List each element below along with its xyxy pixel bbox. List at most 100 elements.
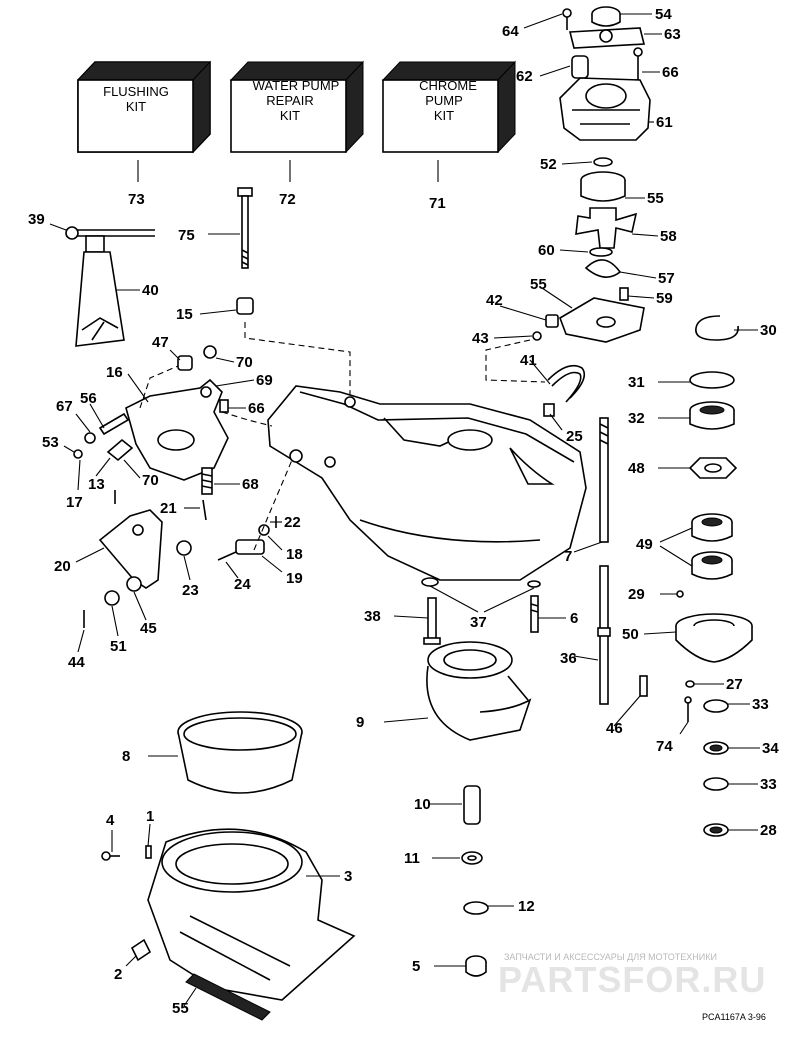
link-18 [98,509,163,589]
kit-box-chrome-pump: CHROME PUMP KIT [381,60,517,154]
callout-54: 54 [655,6,672,23]
spacer-15 [177,355,193,371]
watermark-logo: PARTSFOR.RU [498,959,766,1000]
callout-68: 21 [160,500,177,517]
callout-41: 41 [520,352,537,369]
pump-housing-61 [559,77,651,141]
screw-23 [217,551,237,561]
callout-55-plate: 55 [530,276,547,293]
bearing-49-top [691,513,733,542]
washer-19 [104,590,120,606]
callout-70: 16 [106,364,123,381]
washer-20 [176,540,192,556]
oring-31 [689,371,735,389]
watermark: ЗАПЧАСТИ И АКСЕССУАРЫ ДЛЯ МОТОТЕХНИКИ PA… [498,952,766,1000]
cone-50 [675,613,753,663]
callout-5: 4 [106,812,115,829]
plate-55 [559,297,645,343]
callout-8: 10 [414,796,431,813]
impeller-cup-55 [580,171,626,202]
plug-4 [145,845,152,859]
callout-61: 61 [656,114,673,131]
watermark-tagline: ЗАПЧАСТИ И АКСЕССУАРЫ ДЛЯ МОТОТЕХНИКИ [504,952,717,962]
callout-31: 31 [628,374,645,391]
callout-59: 59 [656,290,673,307]
callout-21: 22 [284,514,301,531]
callout-52: 52 [540,156,557,173]
callout-6: 7 [564,548,572,565]
kit-box-water-pump-repair: WATER PUMP REPAIR KIT [229,60,365,154]
callout-23: 24 [234,576,251,593]
seal-35 [703,823,729,837]
kit-label-line1: CHROME [419,78,477,93]
ring-46 [177,711,303,794]
spacer-40 [236,297,254,315]
callout-44: 38 [364,608,381,625]
callout-34: 34 [762,740,779,757]
plug-29 [676,590,684,598]
clamp-24 [235,539,265,555]
intake-grate-1 [147,828,356,1001]
callout-4: 1 [146,808,154,825]
screw-68 [202,499,207,521]
ring-33-top [703,699,729,713]
ring-33-bottom [703,777,729,791]
kit-label-line2: REPAIR [266,93,313,108]
callout-45: 44 [68,654,85,671]
callout-53: 13 [88,476,105,493]
spring-17 [201,467,213,495]
nut-12 [465,955,487,977]
callout-22: 18 [286,546,303,563]
bolt-37 [530,595,539,633]
pin-67 [219,399,229,413]
screw-28 [684,696,692,722]
callout-56: 67 [56,398,73,415]
callout-70-lower: 17 [66,494,83,511]
bushing-13 [106,438,134,462]
callout-18: 20 [54,558,71,575]
callout-55: 55 [647,190,664,207]
callout-71: 71 [429,195,446,212]
gasket-57 [584,259,622,278]
jet-pump-housing [267,385,587,581]
callout-47: 70 [236,354,253,371]
callout-38: 37 [470,614,487,631]
callout-32: 32 [628,410,645,427]
bolt-39 [237,187,253,269]
callout-17: 68 [242,476,259,493]
washer-51 [126,576,142,592]
nozzle-36 [426,641,532,741]
washer-66 [73,449,83,459]
washer-47 [203,345,217,359]
shaft-6 [599,417,609,543]
figure-code: PCA1167A 3-96 [702,1012,766,1022]
callout-33: 33 [752,696,769,713]
callout-67: 66 [248,400,265,417]
kit-label-line2: PUMP [425,93,463,108]
callout-35: 28 [760,822,777,839]
kit-label-line3: KIT [280,108,300,123]
flushing-tool [65,226,155,347]
kit-label-line1: WATER PUMP [253,78,340,93]
bolt-69 [98,412,130,436]
callout-13: 70 [142,472,159,489]
seal-34 [703,741,729,755]
callout-42: 42 [486,292,503,309]
callout-64: 64 [502,23,519,40]
callout-66-left: 53 [42,434,59,451]
callout-74: 39 [28,211,45,228]
callout-labels: 54 64 63 62 66 61 52 55 58 60 57 59 42 4… [28,6,779,1017]
pump-cap-54 [591,6,621,27]
shaft-7 [597,565,611,705]
callout-36: 9 [356,714,364,731]
oring-52 [593,157,613,167]
callout-33-lower: 33 [760,776,777,793]
screw-5 [101,851,120,861]
callout-27: 27 [726,676,743,693]
callout-60: 60 [538,242,555,259]
callout-63: 63 [664,26,681,43]
callout-28: 74 [656,738,673,755]
washer-38-right [527,580,541,588]
callout-72: 72 [279,191,296,208]
